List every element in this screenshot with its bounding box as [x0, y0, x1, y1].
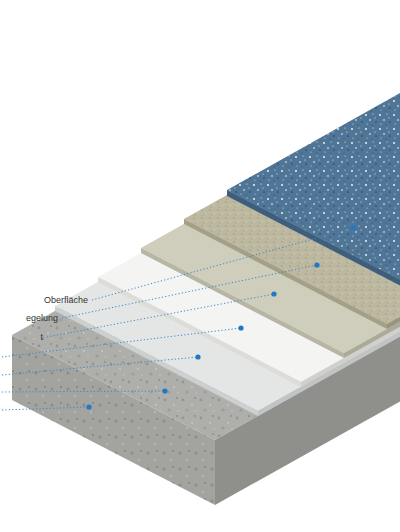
layer-label: egelung — [26, 313, 58, 324]
layer-label: Oberfläche — [44, 295, 88, 306]
layer-label: t — [40, 332, 43, 343]
